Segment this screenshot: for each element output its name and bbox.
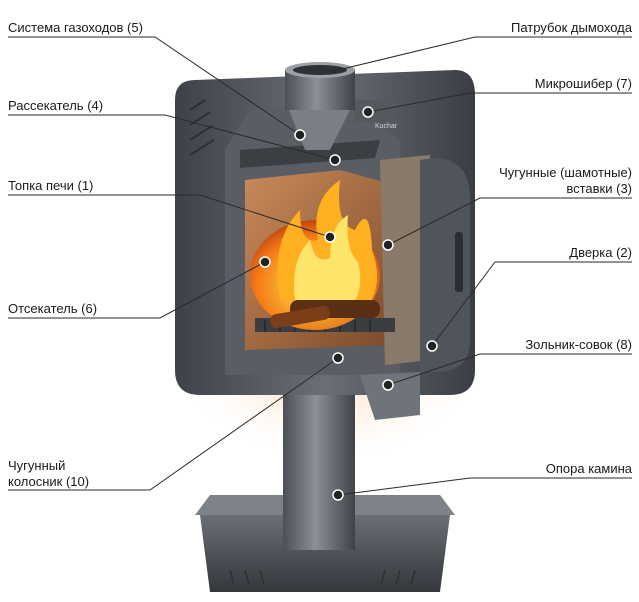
leader-firebox: [8, 194, 331, 238]
support-column: [283, 380, 355, 550]
label-support: Опора камина: [545, 461, 632, 476]
label-grate-line2: колосник (10): [8, 474, 90, 489]
label-gas-duct-system: Система газоходов (5): [8, 20, 143, 35]
label-firebox: Топка печи (1): [8, 178, 94, 193]
label-inserts-line2: вставки (3): [566, 181, 632, 196]
chimney-pipe: [285, 62, 355, 110]
label-divider: Рассекатель (4): [8, 98, 104, 113]
label-door: Дверка (2): [569, 245, 632, 260]
leader-gas-duct-system: [8, 36, 301, 136]
leader-micro-damper: [367, 92, 632, 113]
label-separator: Отсекатель (6): [8, 301, 98, 316]
fire: [250, 180, 380, 330]
label-grate-line1: Чугунный: [8, 458, 66, 473]
leader-support: [337, 477, 632, 496]
leader-inserts: [387, 197, 632, 246]
leader-ash-pan: [387, 353, 632, 386]
leader-door: [431, 261, 632, 347]
leader-grate: [8, 357, 339, 491]
leader-chimney-pipe: [329, 36, 632, 73]
label-chimney-pipe: Патрубок дымохода: [510, 20, 632, 35]
label-ash-pan: Зольник-совок (8): [525, 337, 632, 352]
leader-separator: [8, 261, 266, 319]
brand-mark: Kuchar: [375, 123, 398, 130]
label-micro-damper: Микрошибер (7): [534, 76, 632, 91]
label-inserts-line1: Чугунные (шамотные): [499, 165, 632, 180]
leader-divider: [8, 114, 336, 161]
